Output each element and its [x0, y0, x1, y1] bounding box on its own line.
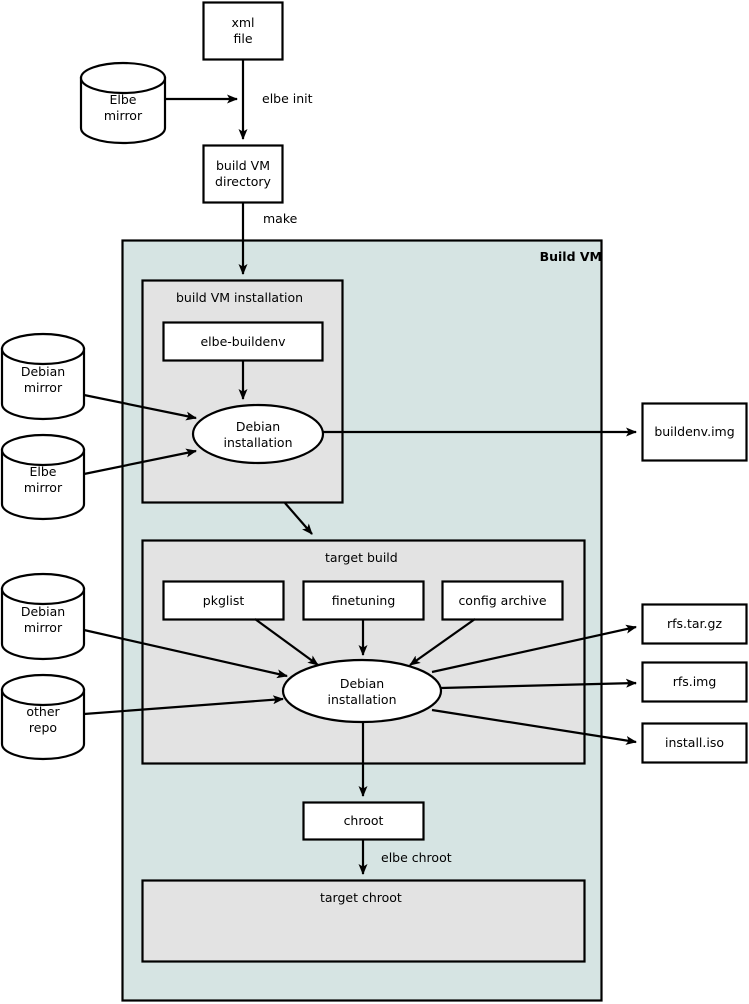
build-vm-installation-label: build VM installation	[176, 290, 304, 305]
edge-label-make: make	[263, 211, 298, 226]
buildenv-img-node	[641, 402, 748, 462]
target-chroot-group	[141, 879, 586, 963]
chroot-node	[302, 801, 425, 841]
edge-otherrepo-to-targetinstall	[83, 695, 284, 716]
edge-targetinstall-to-rfsimg	[440, 678, 637, 690]
edge-targetinstall-to-rfstargz	[431, 624, 637, 674]
build-vm-directory-node	[202, 144, 284, 204]
config-archive-node	[441, 580, 564, 621]
build-vm-container-label: Build VM	[539, 249, 602, 264]
edge-buildvminstall-to-targetbuild	[284, 502, 313, 535]
edge-debianmirror-bottom-to-targetinstall	[83, 628, 288, 679]
elbe-mirror-mid-node	[0, 433, 86, 521]
edge-pkglist-to-targetinstall	[254, 618, 319, 666]
debian-mirror-bottom-node	[0, 572, 86, 661]
other-repo-node	[0, 673, 86, 761]
install-iso-node	[641, 722, 748, 764]
debian-installation-buildvm-node	[191, 403, 325, 465]
elbe-mirror-top-node	[79, 61, 167, 145]
edge-label-elbe-chroot: elbe chroot	[381, 850, 452, 865]
edge-targetinstall-to-installiso	[431, 708, 637, 745]
target-build-label: target build	[325, 550, 398, 565]
target-chroot-label: target chroot	[320, 890, 402, 905]
edge-elbemirror-to-buildvm-install	[83, 448, 197, 476]
edge-configarchive-to-targetinstall	[409, 618, 476, 666]
elbe-buildenv-node	[162, 321, 324, 362]
debian-mirror-top-node	[0, 332, 86, 421]
edge-debianmirror-to-buildvm-install	[83, 393, 197, 421]
rfs-img-node	[641, 661, 748, 703]
debian-installation-target-node	[281, 658, 443, 724]
finetuning-node	[302, 580, 425, 621]
edge-label-elbe-init: elbe init	[262, 91, 313, 106]
xml-file-node	[202, 1, 284, 61]
rfs-targz-node	[641, 603, 748, 645]
pkglist-node	[162, 580, 285, 621]
